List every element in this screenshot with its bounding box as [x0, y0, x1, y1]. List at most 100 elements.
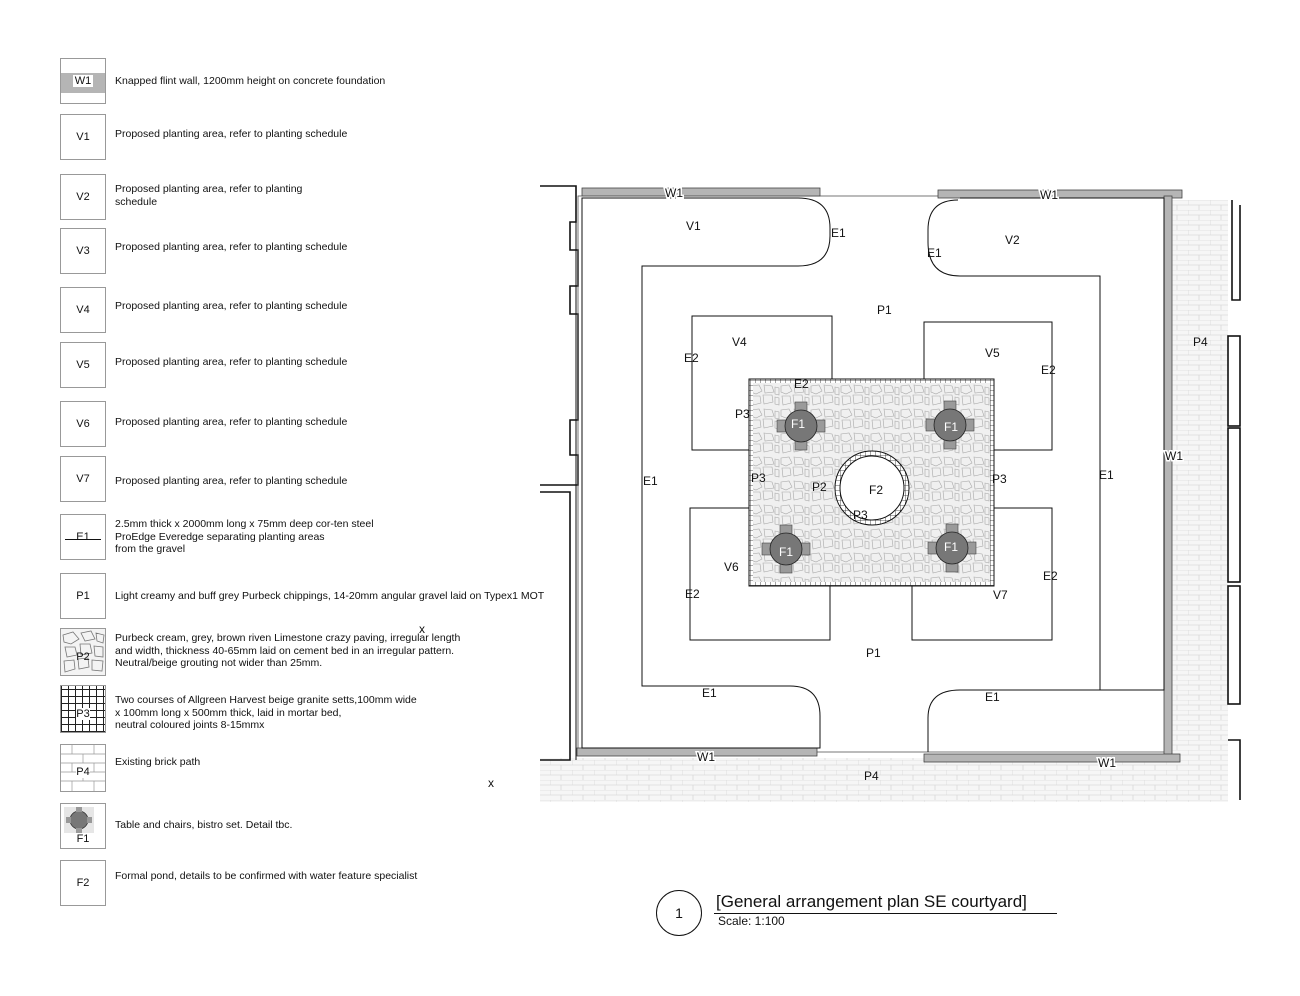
bistro-set [925, 400, 975, 450]
bistro-set-icon [64, 807, 94, 833]
legend-swatch-p4: P4 [60, 744, 106, 792]
plan-label-p2: P2 [812, 480, 827, 494]
plan-label-v5: V5 [985, 346, 1000, 360]
plan-label-v1: V1 [686, 219, 701, 233]
plan-label-p1: P1 [877, 303, 892, 317]
pond [839, 455, 905, 521]
plan-label-p4: P4 [1193, 335, 1208, 349]
legend-code: V1 [76, 131, 90, 143]
planting-edges [581, 197, 1165, 752]
plan-label-v2: V2 [1005, 233, 1020, 247]
legend-swatch-w1: W1 [60, 58, 106, 104]
plan-label-w1: W1 [1040, 188, 1058, 202]
legend-code: E1 [76, 531, 90, 543]
plan-labels: W1 W1 W1 W1 W1 V1 V2 V4 V5 V6 V7 E1 E1 E… [643, 185, 1208, 784]
legend-text: Light creamy and buff grey Purbeck chipp… [115, 590, 545, 602]
plan-label-e1: E1 [702, 686, 717, 700]
plan-label-f2: F2 [869, 483, 883, 497]
legend-code: F1 [76, 833, 90, 845]
plan-label-p3: P3 [992, 472, 1007, 486]
stray-mark: x [419, 622, 425, 636]
plan-label-w1: W1 [697, 750, 715, 764]
legend-row-p2: P2 Purbeck cream, grey, brown riven Lime… [0, 628, 560, 678]
plan-label-p3: P3 [735, 407, 750, 421]
plan-label-p3: P3 [751, 471, 766, 485]
legend-text: Existing brick path [115, 756, 201, 768]
legend-row-p4: P4 Existing brick path [0, 744, 560, 794]
edge-line [65, 539, 101, 540]
legend-swatch-f2: F2 [60, 860, 106, 906]
legend-code: P4 [76, 766, 90, 778]
legend-row-v2: V2 Proposed planting area, refer to plan… [0, 174, 560, 222]
plan-label-f1: F1 [944, 540, 958, 554]
plan-label-e1: E1 [985, 690, 1000, 704]
legend-text: Proposed planting area, refer to plantin… [115, 475, 348, 487]
legend-swatch-v7: V7 [60, 456, 106, 502]
plan-label-w1: W1 [1098, 756, 1116, 770]
plan-label-w1: W1 [665, 186, 683, 200]
legend-swatch-p2: P2 [60, 628, 106, 676]
brick-path-south [540, 758, 1228, 802]
plan-label-e2: E2 [1043, 569, 1058, 583]
plan-label-w1: W1 [1165, 449, 1183, 463]
legend-swatch-p1: P1 [60, 573, 106, 619]
plan-label-e2: E2 [684, 351, 699, 365]
drawing-number: 1 [656, 890, 702, 936]
legend-row-p1: P1 Light creamy and buff grey Purbeck ch… [0, 573, 560, 621]
plan-label-v4: V4 [732, 335, 747, 349]
legend-row-f2: F2 Formal pond, details to be confirmed … [0, 860, 560, 908]
plan-label-f1: F1 [779, 545, 793, 559]
legend-text: Proposed planting area, refer to plantin… [115, 356, 348, 368]
plan-label-e2: E2 [794, 377, 809, 391]
legend-text: Proposed planting area, refer to plantin… [115, 183, 303, 208]
legend-code: W1 [72, 75, 94, 87]
legend-swatch-v6: V6 [60, 401, 106, 447]
legend-swatch-e1: E1 [60, 514, 106, 560]
legend-code: V3 [76, 245, 90, 257]
plan-label-e1: E1 [831, 226, 846, 240]
legend-row-v1: V1 Proposed planting area, refer to plan… [0, 114, 560, 162]
legend-swatch-f1: F1 [60, 803, 106, 849]
title-underline [714, 913, 1057, 914]
plan-label-p1: P1 [866, 646, 881, 660]
legend-row-v4: V4 Proposed planting area, refer to plan… [0, 287, 560, 335]
legend-row-e1: E1 2.5mm thick x 2000mm long x 75mm deep… [0, 514, 560, 562]
plan-label-e2: E2 [685, 587, 700, 601]
bistro-set [761, 524, 811, 574]
plan-label-e1: E1 [643, 474, 658, 488]
legend-code: P3 [76, 708, 90, 720]
legend-code: P1 [76, 590, 90, 602]
legend-swatch-v1: V1 [60, 114, 106, 160]
bistro-sets [761, 400, 977, 574]
plan-label-e1: E1 [927, 246, 942, 260]
legend-text: Table and chairs, bistro set. Detail tbc… [115, 819, 293, 831]
stray-mark: x [488, 776, 494, 790]
legend-row-v7: V7 Proposed planting area, refer to plan… [0, 456, 560, 504]
bistro-set [776, 401, 826, 451]
legend-text: Proposed planting area, refer to plantin… [115, 241, 348, 253]
plan-label-f1: F1 [944, 420, 958, 434]
flint-walls [576, 187, 1183, 763]
plan-label-v7: V7 [993, 588, 1008, 602]
legend-swatch-v5: V5 [60, 342, 106, 388]
plan-label-p3: P3 [853, 508, 868, 522]
title-block: 1 [General arrangement plan SE courtyard… [656, 886, 1076, 942]
brick-path-east [1172, 200, 1228, 760]
plan-label-e1: E1 [1099, 468, 1114, 482]
legend-code: V7 [76, 473, 90, 485]
drawing-scale: Scale: 1:100 [718, 914, 785, 928]
drawing-title: [General arrangement plan SE courtyard] [716, 892, 1027, 911]
plan-label-f1: F1 [791, 417, 805, 431]
legend-code: P2 [76, 651, 90, 663]
legend-code: V2 [76, 191, 90, 203]
plan-label-p4: P4 [864, 769, 879, 783]
legend-text: Proposed planting area, refer to plantin… [115, 300, 348, 312]
legend-swatch-v3: V3 [60, 228, 106, 274]
legend-text: Proposed planting area, refer to plantin… [115, 416, 348, 428]
legend-text: Proposed planting area, refer to plantin… [115, 128, 348, 140]
legend-swatch-v2: V2 [60, 174, 106, 220]
legend-code: V5 [76, 359, 90, 371]
crazy-paving-pattern [62, 630, 105, 673]
plan-label-v6: V6 [724, 560, 739, 574]
